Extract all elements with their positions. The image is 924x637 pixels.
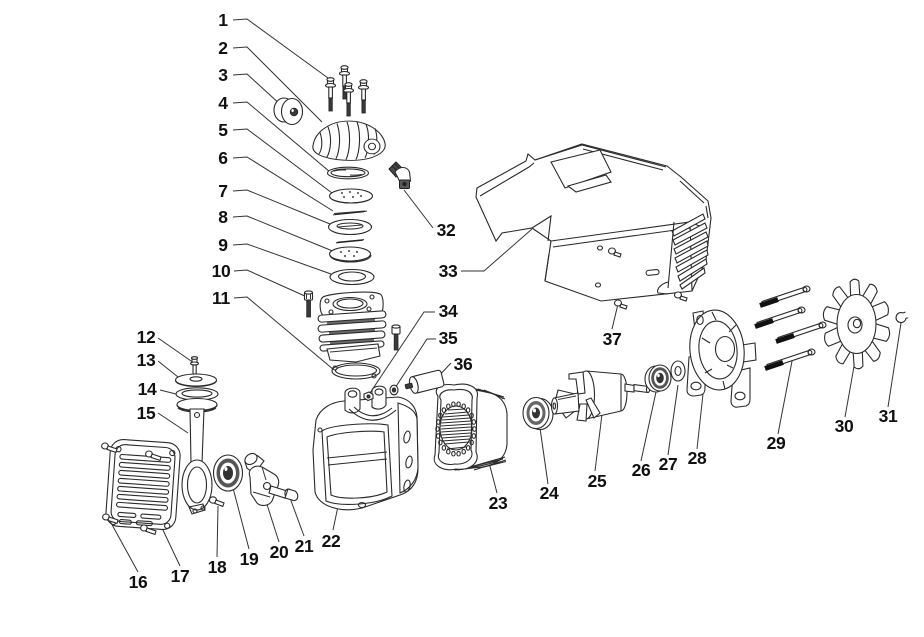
svg-text:8: 8 [218, 207, 228, 227]
svg-text:32: 32 [437, 220, 456, 240]
svg-text:23: 23 [489, 493, 508, 513]
svg-text:5: 5 [218, 120, 228, 140]
svg-text:2: 2 [218, 38, 228, 58]
svg-text:9: 9 [218, 235, 228, 255]
svg-text:31: 31 [879, 406, 898, 426]
svg-text:22: 22 [322, 531, 341, 551]
svg-text:21: 21 [295, 536, 314, 556]
svg-text:17: 17 [171, 566, 190, 586]
svg-text:25: 25 [588, 471, 607, 491]
svg-text:24: 24 [540, 483, 559, 503]
svg-text:26: 26 [632, 460, 651, 480]
svg-text:19: 19 [240, 549, 259, 569]
svg-text:7: 7 [218, 181, 227, 201]
svg-text:3: 3 [218, 65, 228, 85]
svg-text:35: 35 [439, 328, 458, 348]
svg-text:6: 6 [218, 148, 228, 168]
svg-text:16: 16 [129, 572, 148, 592]
svg-text:4: 4 [218, 93, 228, 113]
svg-text:29: 29 [767, 433, 786, 453]
svg-text:20: 20 [270, 542, 289, 562]
svg-text:33: 33 [439, 261, 458, 281]
svg-text:37: 37 [603, 329, 622, 349]
svg-text:36: 36 [454, 354, 473, 374]
svg-text:14: 14 [138, 379, 157, 399]
svg-text:18: 18 [208, 557, 227, 577]
svg-text:13: 13 [137, 350, 156, 370]
svg-text:28: 28 [688, 448, 707, 468]
svg-text:12: 12 [137, 327, 156, 347]
svg-text:1: 1 [218, 10, 228, 30]
svg-text:11: 11 [212, 288, 230, 308]
svg-text:30: 30 [835, 416, 854, 436]
svg-text:10: 10 [212, 261, 231, 281]
svg-text:15: 15 [137, 403, 156, 423]
svg-text:34: 34 [439, 301, 458, 321]
svg-text:27: 27 [659, 454, 678, 474]
